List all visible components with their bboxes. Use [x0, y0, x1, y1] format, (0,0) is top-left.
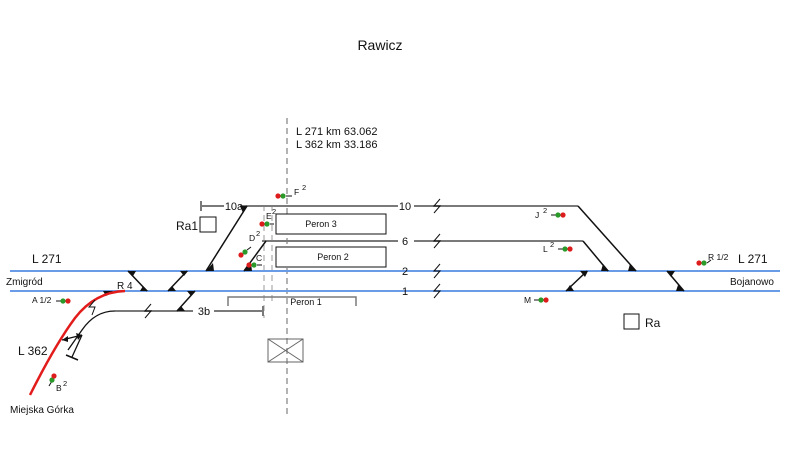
- platform-3-label: Peron 3: [305, 219, 337, 229]
- switch-marker: [62, 336, 68, 342]
- post-ra-box: [623, 313, 640, 330]
- signal-l-label: L: [543, 244, 548, 254]
- signal-c[interactable]: [246, 262, 262, 268]
- track-label-6: 6: [402, 236, 408, 248]
- platform-1: [227, 296, 357, 306]
- km-label-l362: L 362 km 33.186: [296, 139, 378, 151]
- station-title: Rawicz: [357, 37, 402, 53]
- track-label-3b: 3b: [198, 306, 210, 318]
- signal-b[interactable]: [48, 373, 57, 387]
- platform-2-label: Peron 2: [317, 252, 349, 262]
- signal-d-sup: 2: [256, 229, 260, 238]
- switch-2-10[interactable]: [205, 205, 248, 272]
- track-label-10a: 10a: [225, 201, 244, 213]
- platform-2: [275, 246, 387, 268]
- signal-e-label: E: [266, 211, 272, 221]
- signal-r12[interactable]: [696, 259, 712, 266]
- signal-r4-label: R 4: [117, 281, 133, 292]
- signal-r12-label: R 1/2: [708, 252, 729, 262]
- signal-f[interactable]: [275, 193, 292, 199]
- track-label-1: 1: [402, 286, 408, 298]
- signal-m-label: M: [524, 295, 531, 305]
- signal-f-sup: 2: [302, 183, 306, 192]
- signal-d[interactable]: [238, 246, 252, 258]
- platform-3: [275, 213, 387, 235]
- siding-stub: [71, 334, 83, 358]
- signal-c-label: C: [256, 253, 262, 263]
- track-3b-curve: [67, 310, 116, 351]
- line-label-left: L 271: [32, 252, 62, 266]
- branch-track-l362[interactable]: [28, 289, 126, 396]
- switch-10-2-right[interactable]: [577, 205, 637, 272]
- signal-j[interactable]: [551, 212, 566, 218]
- station-building: [267, 338, 304, 363]
- line-label-right: L 271: [738, 252, 768, 266]
- signal-a[interactable]: [56, 298, 71, 304]
- post-ra-label: Ra: [645, 316, 661, 330]
- km-label-l271: L 271 km 63.062: [296, 126, 378, 138]
- signal-e-sup: 2: [272, 207, 276, 216]
- track-label-10: 10: [399, 201, 411, 213]
- direction-left: Zmigród: [6, 277, 43, 288]
- signal-l[interactable]: [558, 246, 573, 252]
- post-ra1-label: Ra1: [176, 219, 198, 233]
- signal-e[interactable]: [259, 221, 274, 227]
- signal-l-sup: 2: [550, 240, 554, 249]
- signal-m[interactable]: [534, 297, 549, 303]
- post-ra1-box: [199, 216, 217, 233]
- section-markers: [87, 198, 442, 319]
- signal-a-label: A 1/2: [32, 295, 52, 305]
- signal-f-label: F: [294, 187, 299, 197]
- track-label-2: 2: [402, 266, 408, 278]
- switch-marker: [76, 333, 82, 340]
- direction-right: Bojanowo: [730, 277, 774, 288]
- buffer-stop-siding: [65, 354, 79, 361]
- platform-1-label: Peron 1: [290, 297, 322, 307]
- signal-b-label: B: [56, 383, 62, 393]
- switch-markers-right: [566, 264, 684, 291]
- line-label-branch: L 362: [18, 344, 48, 358]
- signal-j-label: J: [535, 210, 539, 220]
- direction-branch: Miejska Górka: [10, 405, 74, 416]
- signal-d-label: D: [249, 233, 255, 243]
- signal-b-sup: 2: [63, 379, 67, 388]
- signal-j-sup: 2: [543, 206, 547, 215]
